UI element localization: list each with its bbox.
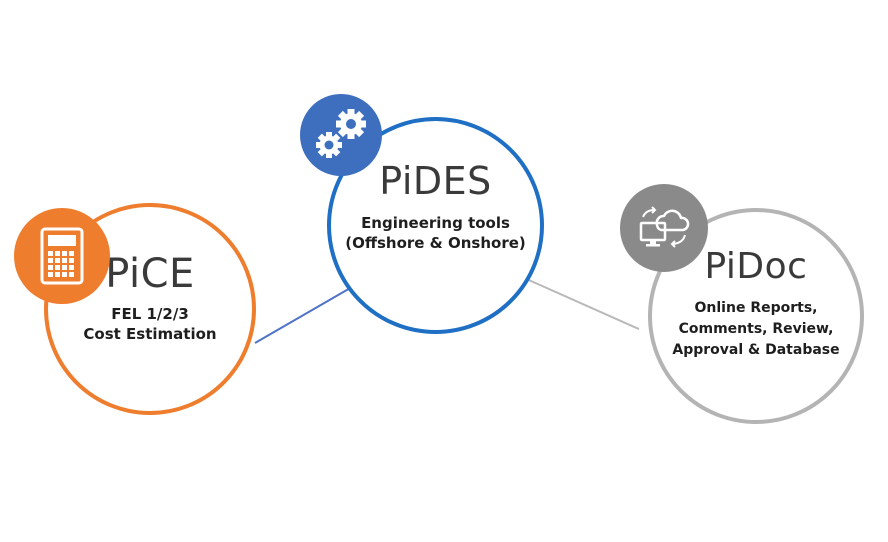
- gears-icon: [300, 94, 382, 176]
- cloud-sync-icon: [620, 184, 708, 272]
- connector-pice-pides: [254, 286, 352, 344]
- pides-line2: (Offshore & Onshore): [345, 234, 526, 252]
- pidoc-title: PiDoc: [704, 246, 808, 287]
- pidoc-node: PiDoc Online Reports, Comments, Review, …: [648, 208, 864, 424]
- pidoc-line3: Approval & Database: [672, 342, 840, 358]
- connector-pides-pidoc: [521, 276, 640, 330]
- pidoc-line2: Comments, Review,: [678, 321, 834, 337]
- pides-title: PiDES: [379, 159, 492, 203]
- pice-title: PiCE: [105, 251, 195, 297]
- calculator-icon: [14, 208, 110, 304]
- pidoc-line1: Online Reports,: [694, 300, 818, 316]
- pides-line1: Engineering tools: [361, 214, 510, 232]
- pice-line1: FEL 1/2/3: [111, 305, 189, 323]
- pice-line2: Cost Estimation: [83, 325, 217, 343]
